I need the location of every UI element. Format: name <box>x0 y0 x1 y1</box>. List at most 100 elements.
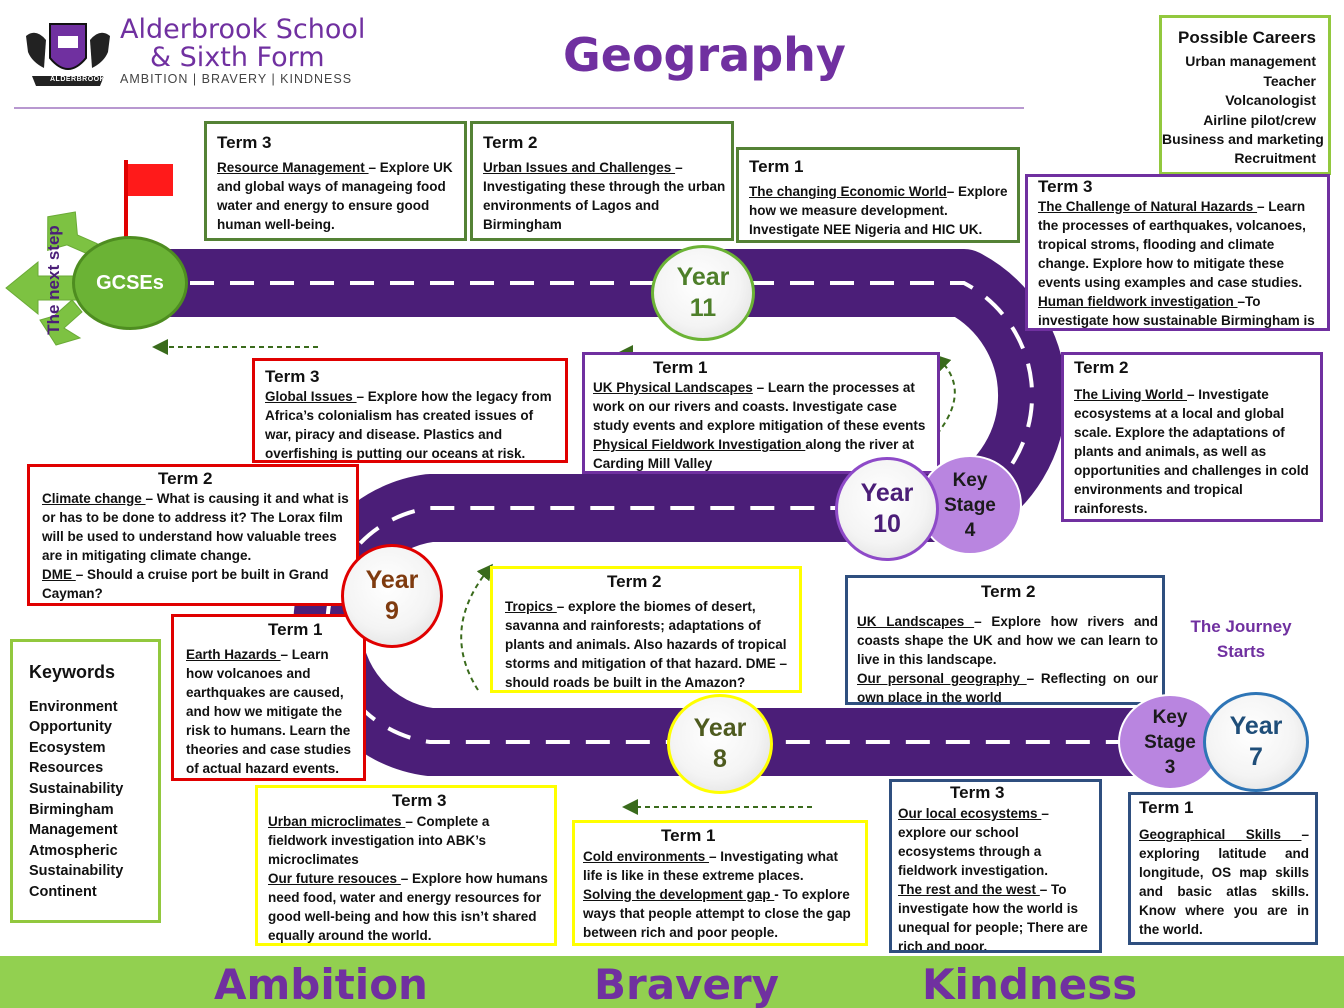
topic-desc: – Complete a fieldwork investigation int… <box>268 814 490 867</box>
topic-desc: – explore the biomes of desert, savanna … <box>505 599 788 690</box>
crest-banner: ALDERBROOK <box>50 76 106 83</box>
career-item: Volcanologist <box>1225 92 1316 109</box>
year10-milestone: Year 10 <box>835 457 939 561</box>
year7-term1-box: Term 1 Geographical Skills – exploring l… <box>1128 792 1318 945</box>
keyword-item: Ecosystem <box>29 739 106 756</box>
school-name-line1: Alderbrook School <box>120 14 366 45</box>
topic-title: Urban microclimates <box>268 814 406 829</box>
year9-term1-box: Term 1 Earth Hazards – Learn how volcano… <box>171 614 366 781</box>
topic-title: Urban Issues and Challenges <box>483 160 676 175</box>
ks-word: Stage <box>1144 731 1196 753</box>
keyword-item: Atmospheric <box>29 842 118 859</box>
ks-number: 4 <box>964 519 976 541</box>
gcse-milestone: GCSEs <box>72 236 188 330</box>
next-step-arrows <box>5 211 98 346</box>
flag-icon <box>128 164 173 196</box>
topic-desc: – explore our school ecosystems through … <box>898 806 1049 878</box>
year-number: 8 <box>713 745 727 773</box>
term-heading: Term 2 <box>607 572 662 591</box>
careers-heading: Possible Careers <box>1178 28 1316 47</box>
topic-desc: – Investigating what life is like in the… <box>583 849 839 883</box>
year7-term2-box: Term 2 UK Landscapes – Explore how river… <box>845 575 1165 705</box>
year7-milestone: Year 7 <box>1203 692 1309 792</box>
topic-title: Our personal geography <box>857 671 1027 686</box>
career-item: Business and marketing <box>1162 131 1324 148</box>
career-item: Urban management <box>1185 53 1316 70</box>
term-heading: Term 1 <box>1139 798 1194 817</box>
ks-number: 3 <box>1164 756 1176 778</box>
topic-desc: along the river at Carding Mill Valley <box>593 437 915 471</box>
year10-term2-box: Term 2 The Living World – Investigate ec… <box>1061 352 1323 522</box>
term-heading: Term 2 <box>483 133 538 152</box>
topic-title: Geographical Skills <box>1139 827 1302 842</box>
term-heading: Term 1 <box>268 620 323 639</box>
topic-desc: – To investigate how the world is unequa… <box>898 882 1088 953</box>
keyword-item: Sustainability <box>29 863 124 880</box>
term-heading: Term 1 <box>653 358 708 377</box>
topic-title: Climate change <box>42 491 146 506</box>
topic-desc: – Explore how humans need food, water an… <box>268 871 548 943</box>
topic-title: Global Issues <box>265 389 357 404</box>
page-title: Geography <box>563 28 846 82</box>
year8-term2-box: Term 2 Tropics – explore the biomes of d… <box>490 566 802 693</box>
topic-desc: – Learn the processes at work on our riv… <box>593 380 926 433</box>
direction-arrow <box>460 563 493 691</box>
year8-term3-box: Term 3 Urban microclimates – Complete a … <box>255 785 557 946</box>
keyword-item: Continent <box>29 883 97 900</box>
keywords-box: Keywords Environment Opportunity Ecosyst… <box>10 639 161 923</box>
topic-title: The rest and the west <box>898 882 1040 897</box>
year11-term2-box: Term 2 Urban Issues and Challenges – Inv… <box>470 121 734 241</box>
topic-desc: –To investigate how sustainable Birmingh… <box>1038 294 1315 328</box>
topic-title: UK Landscapes <box>857 614 975 629</box>
year-word: Year <box>1229 712 1283 740</box>
topic-title: DME <box>42 567 76 582</box>
topic-desc: – Explore how we measure development. In… <box>749 184 1008 237</box>
topic-desc: – Should a cruise port be built in Grand… <box>42 567 329 601</box>
topic-title: Earth Hazards <box>186 647 281 662</box>
year-number: 10 <box>873 510 901 538</box>
year-word: Year <box>693 714 747 742</box>
topic-title: UK Physical Landscapes <box>593 380 753 395</box>
topic-title: Tropics <box>505 599 557 614</box>
keyword-item: Opportunity <box>29 719 112 736</box>
year-number: 9 <box>385 597 399 625</box>
term-heading: Term 1 <box>661 826 716 845</box>
journey-start-label: The Journey Starts <box>1190 617 1292 661</box>
year-word: Year <box>860 479 914 507</box>
term-heading: Term 2 <box>1074 358 1129 377</box>
value-bravery: Bravery <box>594 960 780 1008</box>
topic-title: Solving the development gap <box>583 887 775 902</box>
year-word: Year <box>676 263 730 291</box>
topic-title: Resource Management <box>217 160 369 175</box>
topic-title: Cold environments <box>583 849 710 864</box>
career-item: Airline pilot/crew <box>1203 111 1316 128</box>
school-name-line2: & Sixth Form <box>150 42 325 73</box>
term-heading: Term 3 <box>265 367 320 386</box>
value-kindness: Kindness <box>922 960 1138 1008</box>
year11-milestone: Year 11 <box>651 245 755 341</box>
topic-desc: – Explore how the legacy from Africa’s c… <box>265 389 552 461</box>
topic-desc: – Learn the processes of earthquakes, vo… <box>1038 199 1306 290</box>
term-heading: Term 3 <box>392 791 447 810</box>
ks-word: Stage <box>944 494 996 516</box>
year9-milestone: Year 9 <box>341 544 443 648</box>
topic-title: The changing Economic World <box>749 184 947 199</box>
year10-term1-box: Term 1 UK Physical Landscapes – Learn th… <box>582 352 940 474</box>
topic-title: Human fieldwork investigation <box>1038 294 1238 309</box>
year8-milestone: Year 8 <box>667 694 773 794</box>
year9-term3-box: Term 3 Global Issues – Explore how the l… <box>252 358 568 463</box>
values-footer: Ambition Bravery Kindness <box>0 956 1344 1008</box>
keyword-item: Resources <box>29 760 104 777</box>
keyword-item: Environment <box>29 698 118 715</box>
topic-title: Physical Fieldwork Investigation <box>593 437 806 452</box>
term-heading: Term 2 <box>981 582 1036 601</box>
keyword-item: Sustainability <box>29 780 124 797</box>
school-name: Alderbrook School & Sixth Form <box>120 16 365 72</box>
next-step-label: The next step <box>44 225 63 335</box>
topic-desc: – Investigate ecosystems at a local and … <box>1074 387 1309 516</box>
topic-desc: – Investigating these through the urban … <box>483 160 726 232</box>
year7-term3-box: Term 3 Our local ecosystems – explore ou… <box>889 779 1102 953</box>
topic-desc: – Reflecting on our own place in the wor… <box>857 671 1159 705</box>
value-ambition: Ambition <box>214 960 428 1008</box>
career-item: Teacher <box>1263 72 1316 89</box>
